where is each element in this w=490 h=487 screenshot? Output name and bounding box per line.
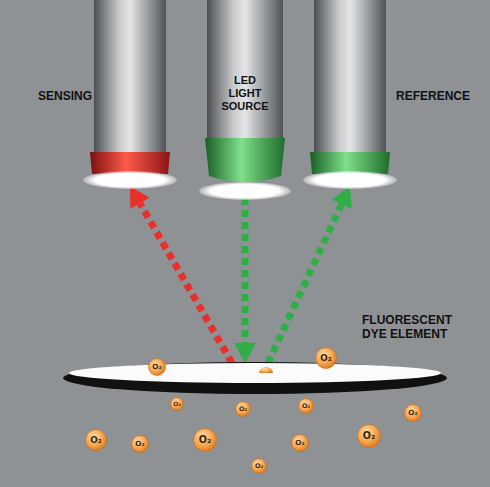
oxygen-bubble: O₂ bbox=[404, 404, 422, 422]
bubble-label: O₂ bbox=[152, 363, 161, 370]
oxygen-bubble: O₂ bbox=[148, 358, 166, 376]
bubble-circle bbox=[236, 402, 251, 417]
light-arrow bbox=[234, 198, 256, 363]
oxygen-bubble: O₂ bbox=[357, 424, 381, 448]
light-arrow bbox=[268, 186, 352, 363]
part-label: LED LIGHT SOURCE bbox=[220, 74, 270, 114]
part-label: REFERENCE bbox=[392, 89, 474, 103]
bubble-label: O₂ bbox=[295, 439, 304, 446]
bubble-circle bbox=[405, 405, 422, 422]
oxygen-bubble: O₂ bbox=[170, 397, 184, 411]
oxygen-bubble: O₂ bbox=[315, 347, 337, 369]
bubble-label: O₂ bbox=[302, 403, 310, 409]
oxygen-bubble-partial bbox=[259, 367, 273, 373]
probe-body bbox=[94, 0, 166, 154]
bubble-circle bbox=[149, 359, 166, 376]
bubble-label: O₂ bbox=[320, 354, 331, 363]
disk-shape bbox=[60, 352, 450, 400]
bubble-circle bbox=[171, 398, 184, 411]
arrow-shaft bbox=[140, 203, 232, 363]
bubble-circle bbox=[86, 430, 107, 451]
oxygen-bubble: O₂ bbox=[291, 434, 309, 452]
part-label: FLUORESCENT DYE ELEMENT bbox=[362, 313, 466, 342]
bubble-circle bbox=[132, 436, 149, 453]
oxygen-bubble: O₂ bbox=[131, 435, 149, 453]
bubble-circle bbox=[252, 459, 267, 474]
dye-disk: FLUORESCENT DYE ELEMENT bbox=[60, 352, 450, 400]
bubble-circle bbox=[292, 435, 309, 452]
disk-rim bbox=[63, 362, 447, 394]
oxygen-bubble: O₂ bbox=[251, 458, 267, 474]
arrow-head bbox=[234, 343, 256, 363]
probe-shape bbox=[80, 0, 180, 190]
arrow-head bbox=[130, 186, 150, 209]
part-label: SENSING bbox=[28, 89, 102, 103]
light-spot bbox=[199, 182, 291, 200]
bubble-circle bbox=[316, 348, 337, 369]
disk-surface bbox=[69, 363, 441, 383]
light-spot bbox=[303, 171, 397, 189]
bubble-label: O₂ bbox=[90, 436, 101, 445]
bubble-label: O₂ bbox=[135, 440, 144, 447]
probe-shape bbox=[300, 0, 400, 190]
bubble-label: O₂ bbox=[239, 406, 247, 412]
bubble-label: O₂ bbox=[173, 401, 181, 407]
bubble-label: O₂ bbox=[363, 431, 375, 441]
bubble-circle bbox=[358, 425, 381, 448]
probe-body bbox=[207, 0, 283, 140]
arrow-shaft bbox=[242, 198, 249, 343]
probe-ring bbox=[90, 152, 170, 174]
light-source-probe: LED LIGHT SOURCE bbox=[195, 0, 295, 202]
arrow-head bbox=[332, 186, 352, 209]
light-spot bbox=[83, 171, 177, 189]
led-cap bbox=[205, 138, 285, 182]
probe-body bbox=[314, 0, 386, 154]
fiber-probe: REFERENCE bbox=[300, 0, 400, 190]
fiber-probe: SENSING bbox=[80, 0, 180, 190]
light-arrow bbox=[130, 186, 232, 363]
probe-ring bbox=[310, 152, 390, 174]
oxygen-bubble: O₂ bbox=[193, 428, 217, 452]
bubble-circle bbox=[194, 429, 217, 452]
oxygen-bubble: O₂ bbox=[85, 429, 107, 451]
bubble-label: O₂ bbox=[255, 463, 263, 469]
bubble-label: O₂ bbox=[199, 435, 211, 445]
bubble-label: O₂ bbox=[408, 409, 417, 416]
bubble-circle bbox=[299, 399, 314, 414]
oxygen-bubble: O₂ bbox=[235, 401, 251, 417]
arrow-shaft bbox=[268, 204, 342, 363]
oxygen-bubble: O₂ bbox=[298, 398, 314, 414]
